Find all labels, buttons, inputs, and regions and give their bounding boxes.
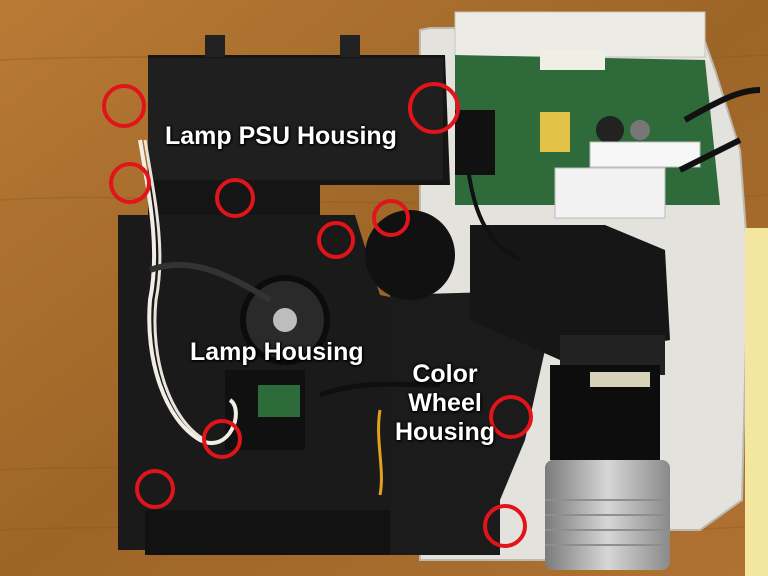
transformer	[540, 112, 570, 152]
psu-tab	[340, 35, 360, 57]
marker-circle	[489, 395, 533, 439]
paper-edge	[745, 228, 768, 576]
capacitor	[630, 120, 650, 140]
marker-circle	[109, 162, 151, 204]
marker-circle	[408, 82, 460, 134]
marker-circle	[202, 419, 242, 459]
color-wheel-motor	[365, 210, 455, 300]
lamp-housing-label: Lamp Housing	[190, 338, 364, 366]
lamp-screw	[273, 308, 297, 332]
heatsink	[455, 110, 495, 175]
color-wheel-housing-label: Color Wheel Housing	[390, 360, 500, 447]
white-module	[554, 167, 666, 219]
color-wheel-housing-body	[390, 290, 560, 555]
psu-tab	[205, 35, 225, 57]
white-module-top	[589, 141, 701, 168]
lens-ridges	[545, 499, 670, 546]
color-wheel-label-line-1: Color	[412, 360, 478, 388]
lamp-psu-housing-label: Lamp PSU Housing	[165, 122, 397, 150]
lamp-housing-base	[145, 510, 390, 555]
small-pcb	[258, 385, 300, 417]
color-wheel-label-line-3: Housing	[395, 418, 495, 446]
capacitor	[596, 116, 624, 144]
marker-circle	[317, 221, 355, 259]
color-wheel-label-line-2: Wheel	[408, 389, 482, 417]
marker-circle	[215, 178, 255, 218]
cables	[138, 87, 761, 496]
marker-circle	[135, 469, 175, 509]
marker-circle	[372, 199, 410, 237]
pcb-connector	[540, 50, 605, 70]
marker-circle	[102, 84, 146, 128]
marker-circle	[483, 504, 527, 548]
lens-label	[590, 372, 650, 387]
marker-circles	[102, 82, 533, 548]
lamp-psu-housing-foam	[148, 58, 443, 180]
